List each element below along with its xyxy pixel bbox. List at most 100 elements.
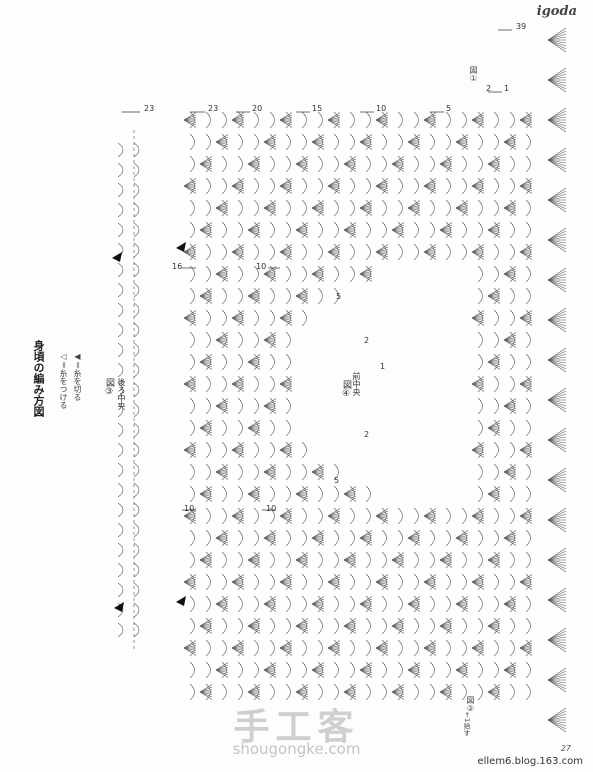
fan-stitch bbox=[471, 119, 485, 123]
fan-stitch bbox=[279, 510, 293, 517]
fan-stitch bbox=[199, 625, 213, 634]
fan-stitch bbox=[519, 185, 533, 194]
fan-stitch bbox=[455, 667, 469, 671]
shell-stitch bbox=[237, 595, 243, 613]
shell-stitch bbox=[413, 221, 419, 239]
fan-stitch bbox=[471, 581, 485, 588]
fan-stitch bbox=[199, 493, 213, 497]
fan-stitch bbox=[311, 141, 325, 148]
fan-stitch bbox=[423, 114, 437, 121]
shell-stitch bbox=[461, 111, 467, 129]
fan-stitch bbox=[183, 244, 197, 253]
fan-stitch bbox=[247, 224, 261, 231]
fan-stitch bbox=[391, 691, 405, 698]
fan-stitch bbox=[231, 640, 245, 649]
fan-stitch bbox=[407, 136, 421, 143]
fan-stitch bbox=[327, 576, 341, 583]
fan-stitch bbox=[487, 420, 501, 429]
fan-stitch bbox=[359, 535, 373, 539]
fan-stitch bbox=[279, 317, 293, 326]
back-shell-stitch bbox=[133, 202, 140, 218]
fan-stitch bbox=[503, 662, 517, 671]
fan-stitch bbox=[247, 295, 261, 299]
back-shell-stitch bbox=[133, 162, 140, 178]
edge-fan-stitch bbox=[547, 279, 567, 284]
shell-stitch bbox=[205, 331, 211, 349]
fan-stitch bbox=[183, 183, 197, 187]
edge-fan-stitch bbox=[547, 510, 567, 521]
fan-stitch bbox=[391, 224, 405, 231]
shell-stitch bbox=[189, 661, 195, 679]
fan-stitch bbox=[279, 581, 293, 588]
fan-stitch bbox=[295, 554, 309, 561]
edge-fan-stitch bbox=[547, 667, 567, 681]
shell-stitch bbox=[333, 485, 339, 503]
fan-stitch bbox=[215, 332, 229, 341]
fan-stitch bbox=[519, 645, 533, 649]
edge-fan-stitch bbox=[547, 39, 567, 53]
fan-stitch bbox=[199, 295, 213, 299]
fan-stitch bbox=[263, 537, 277, 541]
fan-stitch bbox=[279, 378, 293, 385]
fan-stitch bbox=[247, 691, 261, 695]
back-shell-stitch bbox=[117, 542, 124, 558]
fan-stitch bbox=[279, 185, 293, 192]
shell-stitch bbox=[525, 353, 531, 371]
fan-stitch bbox=[359, 669, 373, 676]
fan-stitch bbox=[503, 603, 517, 610]
shell-stitch bbox=[301, 133, 307, 151]
fan-stitch bbox=[503, 469, 517, 473]
back-shell-stitch bbox=[117, 402, 124, 418]
fan-stitch bbox=[519, 378, 533, 385]
fan-stitch bbox=[263, 537, 277, 546]
shell-stitch bbox=[237, 661, 243, 679]
fan-stitch bbox=[263, 532, 277, 539]
fan-stitch bbox=[279, 119, 293, 126]
fan-stitch bbox=[375, 114, 389, 121]
fan-stitch bbox=[503, 207, 517, 216]
fan-stitch bbox=[183, 119, 197, 128]
fan-stitch bbox=[215, 339, 229, 348]
fan-stitch bbox=[295, 625, 309, 634]
shell-stitch bbox=[349, 111, 355, 129]
fan-stitch bbox=[343, 158, 357, 165]
fan-stitch bbox=[311, 464, 325, 473]
fan-stitch bbox=[215, 339, 229, 346]
shell-stitch bbox=[509, 639, 515, 657]
fan-stitch bbox=[503, 339, 517, 348]
fan-stitch bbox=[263, 669, 277, 673]
shell-stitch bbox=[525, 133, 531, 151]
shell-stitch bbox=[285, 419, 291, 437]
fan-stitch bbox=[183, 579, 197, 583]
shell-stitch bbox=[477, 683, 483, 701]
fan-stitch bbox=[343, 689, 357, 693]
fan-stitch bbox=[487, 557, 501, 561]
shell-stitch bbox=[285, 551, 291, 569]
shell-stitch bbox=[333, 595, 339, 613]
edge-fan-stitch bbox=[547, 593, 567, 601]
shell-stitch bbox=[477, 353, 483, 371]
fan-stitch bbox=[471, 251, 485, 258]
fan-stitch bbox=[183, 576, 197, 583]
fan-stitch bbox=[247, 427, 261, 431]
fan-stitch bbox=[279, 383, 293, 392]
shell-stitch bbox=[333, 463, 339, 481]
fan-stitch bbox=[295, 689, 309, 693]
fan-stitch bbox=[327, 119, 341, 126]
shell-stitch bbox=[205, 243, 211, 261]
fan-stitch bbox=[375, 251, 389, 258]
fan-stitch bbox=[407, 141, 421, 150]
fan-stitch bbox=[359, 669, 373, 678]
fan-stitch bbox=[487, 229, 501, 233]
fan-stitch bbox=[343, 618, 357, 627]
edge-fan-stitch bbox=[547, 353, 567, 361]
fan-stitch bbox=[311, 669, 325, 673]
fan-stitch bbox=[359, 134, 373, 143]
fan-stitch bbox=[471, 513, 485, 517]
fan-stitch bbox=[359, 532, 373, 539]
fan-stitch bbox=[519, 574, 533, 583]
shell-stitch bbox=[205, 595, 211, 613]
fan-stitch bbox=[183, 317, 197, 326]
fan-stitch bbox=[375, 647, 389, 651]
fan-stitch bbox=[471, 114, 485, 121]
